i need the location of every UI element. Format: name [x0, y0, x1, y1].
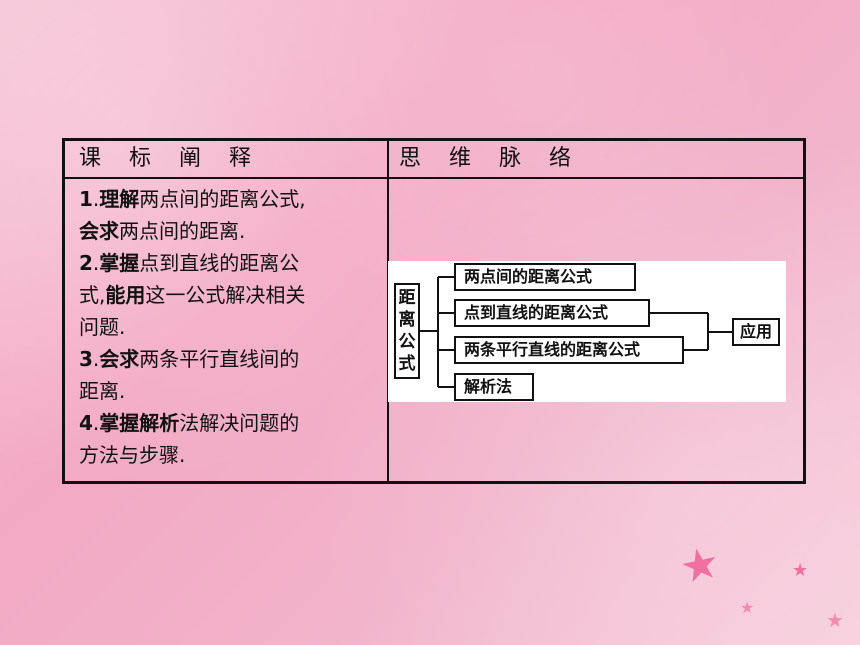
star-decoration-small: ★	[826, 608, 844, 632]
goal-text: 方法与步骤.	[79, 443, 186, 467]
goal-keyword: 1	[79, 187, 93, 211]
goal-keyword: 2	[79, 251, 93, 275]
goal-line: 1.理解两点间的距离公式,	[79, 183, 379, 215]
branch-parallel-lines: 两条平行直线的距离公式	[454, 336, 684, 364]
goal-line: 距离.	[79, 375, 379, 407]
star-decoration-small: ★	[792, 560, 809, 581]
branch-two-points: 两点间的距离公式	[454, 263, 636, 291]
goal-keyword: 理解	[99, 187, 140, 211]
goal-keyword: 会求	[99, 347, 140, 371]
root-distance-formula: 距 离 公 式	[394, 283, 420, 379]
goal-keyword: 会求	[79, 219, 119, 243]
branch-point-to-line: 点到直线的距离公式	[454, 299, 650, 327]
goal-line: 4.掌握解析法解决问题的	[79, 407, 379, 439]
goal-text: .	[92, 411, 100, 435]
goal-keyword: 能用	[105, 283, 146, 307]
header-left-char: 标	[129, 146, 152, 171]
connector-lines	[420, 276, 732, 388]
header-thinking-map: 思维脉络	[399, 141, 789, 177]
root-char: 式	[398, 354, 416, 374]
goal-line: 会求两点间的距离.	[79, 215, 379, 247]
goal-text: 距离.	[79, 379, 126, 403]
goal-text: .	[92, 251, 100, 275]
header-right-char: 脉	[499, 146, 522, 171]
goal-line: 2.掌握点到直线的距离公	[79, 247, 379, 279]
header-left-char: 阐	[179, 146, 202, 171]
root-char: 离	[398, 310, 416, 330]
goal-text: 两条平行直线间的	[139, 347, 300, 371]
star-decoration-small: ★	[740, 598, 755, 617]
goal-keyword: 解析	[139, 411, 180, 435]
header-right-char: 思	[399, 146, 422, 171]
goal-keyword: 3	[79, 347, 93, 371]
header-right-char: 维	[449, 146, 472, 171]
header-right-char: 络	[549, 146, 572, 171]
goal-keyword: 4	[79, 411, 93, 435]
goal-text: .	[92, 347, 100, 371]
header-left-char: 课	[79, 146, 102, 171]
goal-text: 这一公式解决相关	[145, 283, 306, 307]
root-char: 距	[398, 288, 416, 308]
root-char: 公	[398, 332, 416, 352]
goal-line: 3.会求两条平行直线间的	[79, 343, 379, 375]
header-divider	[65, 177, 803, 179]
goal-line: 方法与步骤.	[79, 439, 379, 471]
goal-keyword: 掌握	[99, 411, 140, 435]
goal-text: 式,	[79, 283, 106, 307]
goal-line: 式,能用这一公式解决相关	[79, 279, 379, 311]
content-table: 课标阐释 思维脉络 1.理解两点间的距离公式,会求两点间的距离.2.掌握点到直线…	[62, 138, 806, 484]
mind-map-diagram: 距 离 公 式 两点间的距离公式 点到直线的距离公式 两条平行直线的距离公式 解…	[388, 261, 786, 402]
goal-text: 点到直线的距离公	[139, 251, 300, 275]
goal-text: 问题.	[79, 315, 126, 339]
goal-text: 两点间的距离.	[119, 219, 246, 243]
goal-text: 法解决问题的	[179, 411, 300, 435]
goal-keyword: 掌握	[99, 251, 140, 275]
apply-box: 应用	[732, 318, 780, 346]
header-course-explanation: 课标阐释	[79, 141, 379, 177]
goal-text: 两点间的距离公式,	[139, 187, 306, 211]
goal-line: 问题.	[79, 311, 379, 343]
header-left-char: 释	[229, 146, 252, 171]
goal-text: .	[92, 187, 100, 211]
learning-goals: 1.理解两点间的距离公式,会求两点间的距离.2.掌握点到直线的距离公式,能用这一…	[79, 183, 379, 471]
branch-analytic-method: 解析法	[454, 373, 534, 401]
